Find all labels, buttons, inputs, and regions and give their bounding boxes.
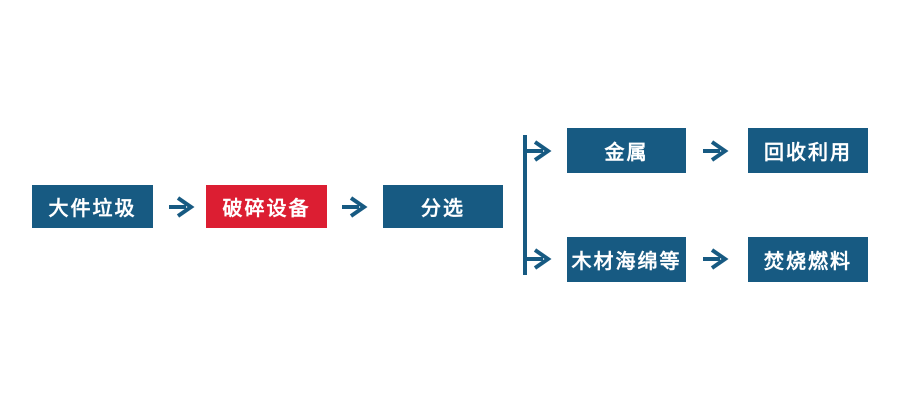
branch-arrow-top-icon — [527, 140, 552, 162]
node-incineration-fuel: 焚烧燃料 — [748, 237, 868, 282]
arrow-right-icon — [342, 196, 368, 218]
branch-arrow-bottom-icon — [527, 248, 552, 270]
node-bulky-waste: 大件垃圾 — [32, 185, 153, 228]
node-recycling: 回收利用 — [748, 128, 868, 173]
arrow-right-icon — [703, 140, 729, 162]
node-sorting: 分选 — [383, 185, 503, 228]
node-metal: 金属 — [567, 128, 686, 173]
arrow-right-icon — [703, 248, 729, 270]
arrow-right-icon — [169, 196, 195, 218]
node-crushing-equipment: 破碎设备 — [206, 185, 327, 228]
node-wood-sponge: 木材海绵等 — [567, 237, 686, 282]
branch-connector-line — [523, 135, 527, 275]
